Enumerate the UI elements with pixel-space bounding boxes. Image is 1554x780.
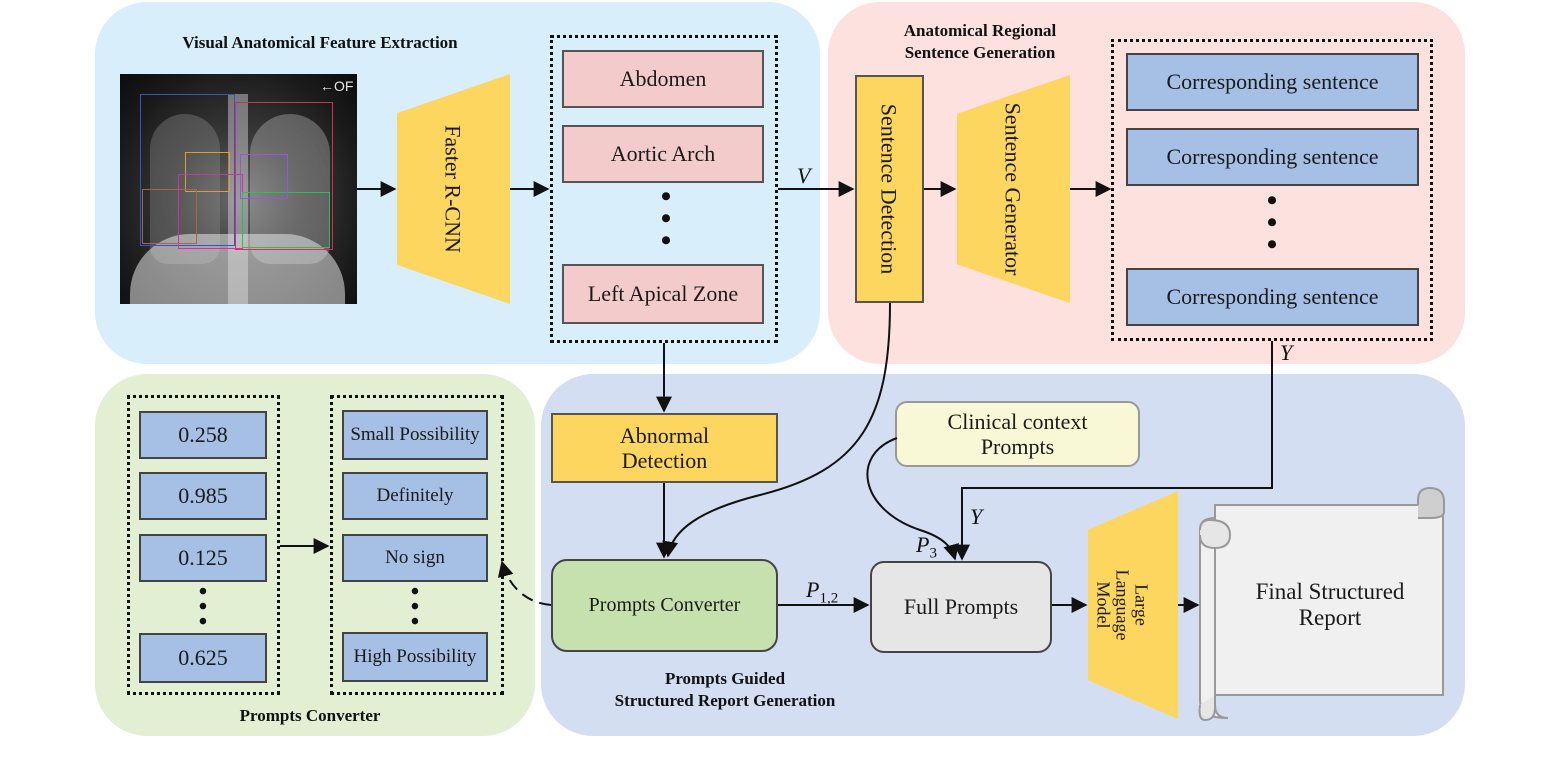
region-box-left-apical-zone: Left Apical Zone: [562, 264, 764, 324]
clinical-context-box: Clinical context Prompts: [895, 401, 1140, 467]
symbol-p12: P1,2: [806, 577, 838, 607]
converter-heading: Prompts Converter: [239, 706, 381, 725]
full-prompts-box: Full Prompts: [870, 561, 1052, 653]
visual-feature-heading: Visual Anatomical Feature Extraction: [182, 33, 458, 52]
xray-bbox-orange: [185, 152, 230, 192]
arrow-converter-to-possibility: [497, 560, 552, 606]
sentence-ellipsis: • • •: [1266, 184, 1278, 261]
sentence-generator-trapezoid: [957, 75, 1070, 303]
arrow-clinical-to-full-prompts: [866, 437, 959, 561]
possibility-ellipsis: • • •: [410, 579, 420, 635]
symbol-p12-main: P: [806, 577, 820, 602]
faster-rcnn-trapezoid: [397, 74, 510, 304]
arrow-sentences-to-full-prompts: [954, 341, 1273, 561]
sentence-group: [1111, 39, 1433, 341]
final-report-label: Final Structured Report: [1255, 578, 1405, 630]
possibility-box-2: Definitely: [342, 472, 488, 520]
possibility-box-1: Small Possibility: [342, 410, 488, 460]
region-ellipsis: • • •: [660, 180, 672, 257]
value-box-1: 0.258: [139, 411, 267, 459]
anatomical-heading: Anatomical Regional Sentence Generation: [870, 20, 1090, 64]
report-heading-line1: Prompts Guided: [664, 669, 786, 688]
chest-xray-image: ←OF: [120, 74, 357, 304]
value-ellipsis: • • •: [198, 579, 208, 635]
xray-bbox-red: [235, 102, 333, 250]
prompts-converter-box: Prompts Converter: [551, 559, 778, 652]
arrow-detection-to-converter: [662, 302, 891, 558]
llm-trapezoid: [1088, 491, 1178, 719]
value-box-4: 0.625: [139, 633, 267, 683]
anatomical-heading-line2: Sentence Generation: [904, 43, 1056, 63]
report-heading-line2: Structured Report Generation: [614, 691, 836, 711]
corresponding-sentence-2: Corresponding sentence: [1126, 128, 1419, 186]
region-box-abdomen: Abdomen: [562, 50, 764, 108]
value-group: [127, 395, 280, 695]
symbol-v: V: [797, 163, 811, 188]
symbol-p3-sub: 3: [929, 545, 937, 562]
symbol-p12-sub: 1,2: [819, 590, 839, 607]
corresponding-sentence-1: Corresponding sentence: [1126, 53, 1419, 111]
possibility-group: [330, 395, 504, 695]
possibility-box-4: High Possibility: [342, 632, 488, 682]
abnormal-detection-box: Abnormal Detection: [551, 413, 778, 483]
xray-bbox-purple: [240, 154, 288, 199]
symbol-y-bottom: Y: [970, 504, 983, 529]
corresponding-sentence-3: Corresponding sentence: [1126, 268, 1419, 326]
xray-bbox-green: [242, 192, 330, 248]
xray-marker-label: ←OF: [320, 78, 354, 94]
region-box-aortic-arch: Aortic Arch: [562, 125, 764, 183]
possibility-box-3: No sign: [342, 534, 488, 582]
symbol-p3-main: P: [916, 532, 930, 557]
report-heading: Prompts Guided Structured Report Generat…: [585, 668, 865, 712]
symbol-y-top: Y: [1280, 340, 1293, 365]
symbol-p3: P3: [916, 532, 937, 562]
anatomical-heading-line1: Anatomical Regional: [903, 21, 1057, 40]
xray-bbox-brown: [142, 189, 197, 244]
sentence-detection-box: [855, 75, 924, 303]
xray-bbox-blue: [140, 94, 235, 246]
region-group: [550, 35, 778, 343]
value-box-3: 0.125: [139, 534, 267, 582]
value-box-2: 0.985: [139, 472, 267, 520]
